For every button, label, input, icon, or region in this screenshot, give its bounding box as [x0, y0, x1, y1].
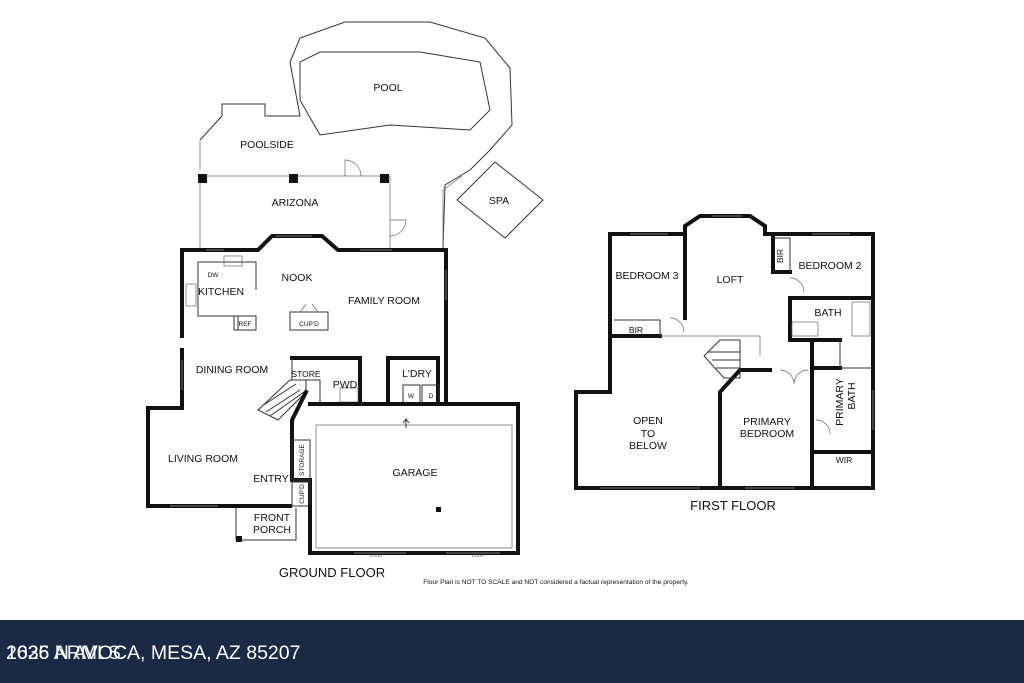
room-label-bath: BATH: [814, 307, 841, 319]
garage-walls: [308, 402, 520, 555]
room-label-store: STORE: [291, 369, 320, 379]
door-label-right: DOOR: [472, 553, 484, 558]
floor-plan-drawing: DOOR DOOR POOL POOLSIDE SPA ARIZONA NOOK…: [146, 21, 875, 586]
room-label-entry: ENTRY: [253, 473, 288, 485]
bath-vanity: [791, 321, 819, 337]
room-label-living-room: LIVING ROOM: [168, 453, 238, 465]
disclaimer-note: Floor Plan is NOT TO SCALE and NOT consi…: [423, 579, 689, 586]
stove-icon: [185, 283, 197, 307]
first-floor-doors: [669, 277, 831, 435]
label-dryer: D: [429, 393, 434, 400]
room-label-bedroom3: BEDROOM 3: [615, 270, 678, 282]
copyright-text: 2025 ARMLS: [6, 642, 121, 664]
spa-shape: [456, 161, 544, 239]
room-label-family-cupd: CUP'D: [299, 321, 319, 328]
door-label-left: DOOR: [370, 553, 382, 558]
room-label-primary-bedroom-1: PRIMARY: [743, 416, 791, 428]
label-dishwasher: DW: [208, 272, 220, 279]
property-address: 1636 N AVOCA, MESA, AZ 85207: [6, 642, 301, 664]
family-cupd-box: [289, 311, 329, 331]
primary-bath-walls: [810, 366, 875, 454]
room-label-storage: STORAGE: [299, 444, 306, 476]
column: [289, 174, 298, 183]
room-label-bir-bedroom3: BIR: [629, 325, 643, 335]
room-label-front-porch-2: PORCH: [253, 524, 291, 536]
sink-icon: [223, 255, 243, 267]
bedroom2-walls: [771, 232, 875, 300]
column: [198, 174, 207, 183]
bedroom3-walls: [608, 232, 687, 338]
entry-cupd-closet: [291, 481, 311, 507]
first-floor-title: FIRST FLOOR: [690, 498, 776, 513]
primary-bath-wall-east: [839, 340, 873, 369]
ground-stairs: [257, 379, 307, 421]
room-label-entry-cupd: CUP'D: [299, 484, 306, 504]
first-floor-exterior: [574, 214, 875, 490]
room-label-primary-bath-2: BATH: [846, 382, 858, 409]
ground-floor-title: GROUND FLOOR: [279, 565, 385, 580]
arizona-room-walls: [199, 175, 391, 250]
room-label-bir-bedroom2: BIR: [775, 249, 785, 263]
garage-post: [436, 507, 441, 512]
room-label-kitchen: KITCHEN: [198, 286, 244, 298]
room-label-pwd: PWD: [333, 379, 358, 391]
open-to-below-divider: [660, 335, 761, 356]
storage-closet: [291, 439, 311, 481]
label-washer: W: [408, 393, 415, 400]
room-label-primary-bedroom-2: BEDROOM: [740, 428, 794, 440]
first-floor-windows: [600, 215, 874, 489]
room-label-open-to-below-2: TO: [641, 428, 655, 440]
room-label-family-room: FAMILY ROOM: [348, 295, 420, 307]
room-label-arizona: ARIZONA: [272, 197, 319, 209]
pool-deck-outline: [199, 21, 513, 249]
room-label-pool: POOL: [373, 82, 402, 94]
bath-tub: [851, 301, 871, 337]
label-refrigerator: REF: [239, 321, 252, 328]
ground-floor-plan: DOOR DOOR POOL POOLSIDE SPA ARIZONA NOOK…: [146, 21, 544, 580]
listing-footer-bar: 2025 ARMLS 1636 N AVOCA, MESA, AZ 85207: [0, 620, 1024, 683]
room-label-bedroom2: BEDROOM 2: [798, 260, 861, 272]
room-label-poolside: POOLSIDE: [240, 139, 294, 151]
house-wall-north: [180, 234, 448, 404]
room-label-loft: LOFT: [717, 274, 744, 286]
bath-walls: [788, 296, 842, 490]
room-label-wir: WIR: [836, 455, 853, 465]
room-label-primary-bath-1: PRIMARY: [834, 378, 846, 426]
ground-windows: [170, 235, 500, 554]
room-label-spa: SPA: [489, 195, 509, 207]
family-cupd-doors: [299, 303, 319, 313]
bir-bedroom3-closet: [614, 319, 661, 336]
room-label-nook: NOOK: [282, 272, 313, 284]
first-floor-stairs: [703, 339, 741, 379]
room-label-laundry: L'DRY: [402, 368, 432, 380]
pool-shape: [299, 51, 491, 136]
bir-bedroom2-closet: [773, 237, 791, 272]
porch-post: [236, 536, 242, 542]
garage-inner: [315, 424, 513, 549]
arizona-door: [344, 159, 362, 177]
first-floor-plan: BEDROOM 3 BIR LOFT BIR BEDROOM 2 BATH OP…: [574, 214, 875, 513]
primary-bedroom-walls: [718, 368, 772, 490]
garage-door-arrow: [402, 418, 410, 428]
arizona-door-2: [389, 219, 407, 237]
room-label-open-to-below-3: BELOW: [629, 440, 667, 452]
room-label-dining-room: DINING ROOM: [196, 364, 268, 376]
front-porch-outline: [235, 508, 297, 541]
room-label-open-to-below-1: OPEN: [633, 415, 663, 427]
pool-deck-inner: [199, 140, 463, 248]
room-label-garage: GARAGE: [393, 467, 438, 479]
room-label-front-porch-1: FRONT: [254, 512, 291, 524]
fridge-box: [233, 315, 257, 331]
column: [380, 174, 389, 183]
